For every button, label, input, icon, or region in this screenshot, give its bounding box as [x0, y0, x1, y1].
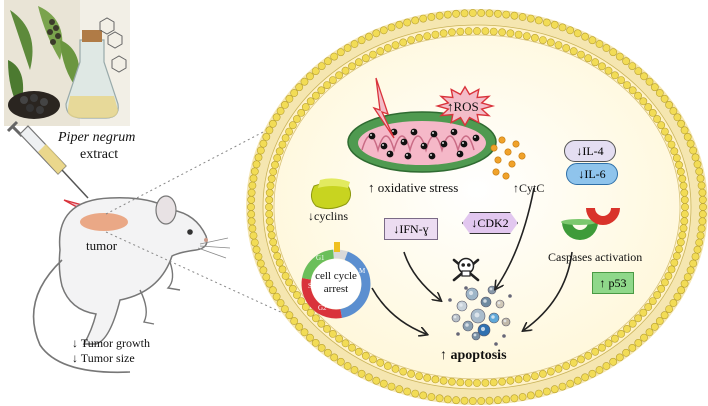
cyclins-shape — [310, 178, 352, 210]
oxidative-stress-label: ↑ oxidative stress — [368, 180, 459, 195]
arrow-caspases — [524, 251, 573, 330]
il6-badge: ↓IL-6 — [566, 163, 618, 185]
extract-species-label: Piper negrum — [58, 130, 136, 145]
outcome-tumor-size: ↓ Tumor size — [72, 351, 135, 365]
ros-burst — [434, 85, 496, 127]
caspases-shapes — [561, 208, 620, 241]
cytc-label: ↑CytC — [513, 181, 545, 195]
cell-membrane — [246, 9, 708, 405]
cell-cycle-label-line1: cell cycle — [315, 270, 357, 282]
mouse-illustration — [32, 195, 231, 374]
caspases-label: Caspases activation — [548, 250, 643, 264]
cytc-particles — [490, 136, 526, 180]
piper-photo — [4, 0, 130, 126]
syringe — [6, 120, 89, 199]
cell-cycle-label-line2: arrest — [323, 283, 349, 295]
arrow-cellcycle — [371, 287, 426, 334]
il4-badge: ↓IL-4 — [564, 140, 616, 162]
ros-label: ↑ROS — [447, 99, 479, 114]
extract-word-label: extract — [80, 147, 119, 162]
arrow-cytc — [496, 187, 535, 288]
apoptosis-label: ↑ apoptosis — [440, 348, 507, 363]
tumor-label: tumor — [86, 238, 118, 253]
outcome-tumor-growth: ↓ Tumor growth — [72, 336, 151, 350]
phase-g1: G1 — [316, 254, 325, 262]
mitochondrion — [347, 111, 497, 173]
ifn-gamma-box: ↓IFN-ɣ — [384, 218, 438, 240]
arrow-ifn — [403, 251, 440, 300]
skull-icon — [452, 257, 480, 282]
cyclins-label: ↓cyclins — [308, 209, 348, 223]
cdk2-box: ↓CDK2 — [462, 212, 518, 234]
p53-box: ↑ p53 — [592, 272, 634, 294]
phase-s: S — [308, 282, 312, 290]
cell-cycle-ring — [301, 242, 371, 319]
phase-g2: G2 — [318, 304, 327, 312]
apoptotic-cells — [448, 285, 512, 346]
phase-m: M — [359, 267, 366, 275]
ros-bolt — [372, 77, 395, 139]
